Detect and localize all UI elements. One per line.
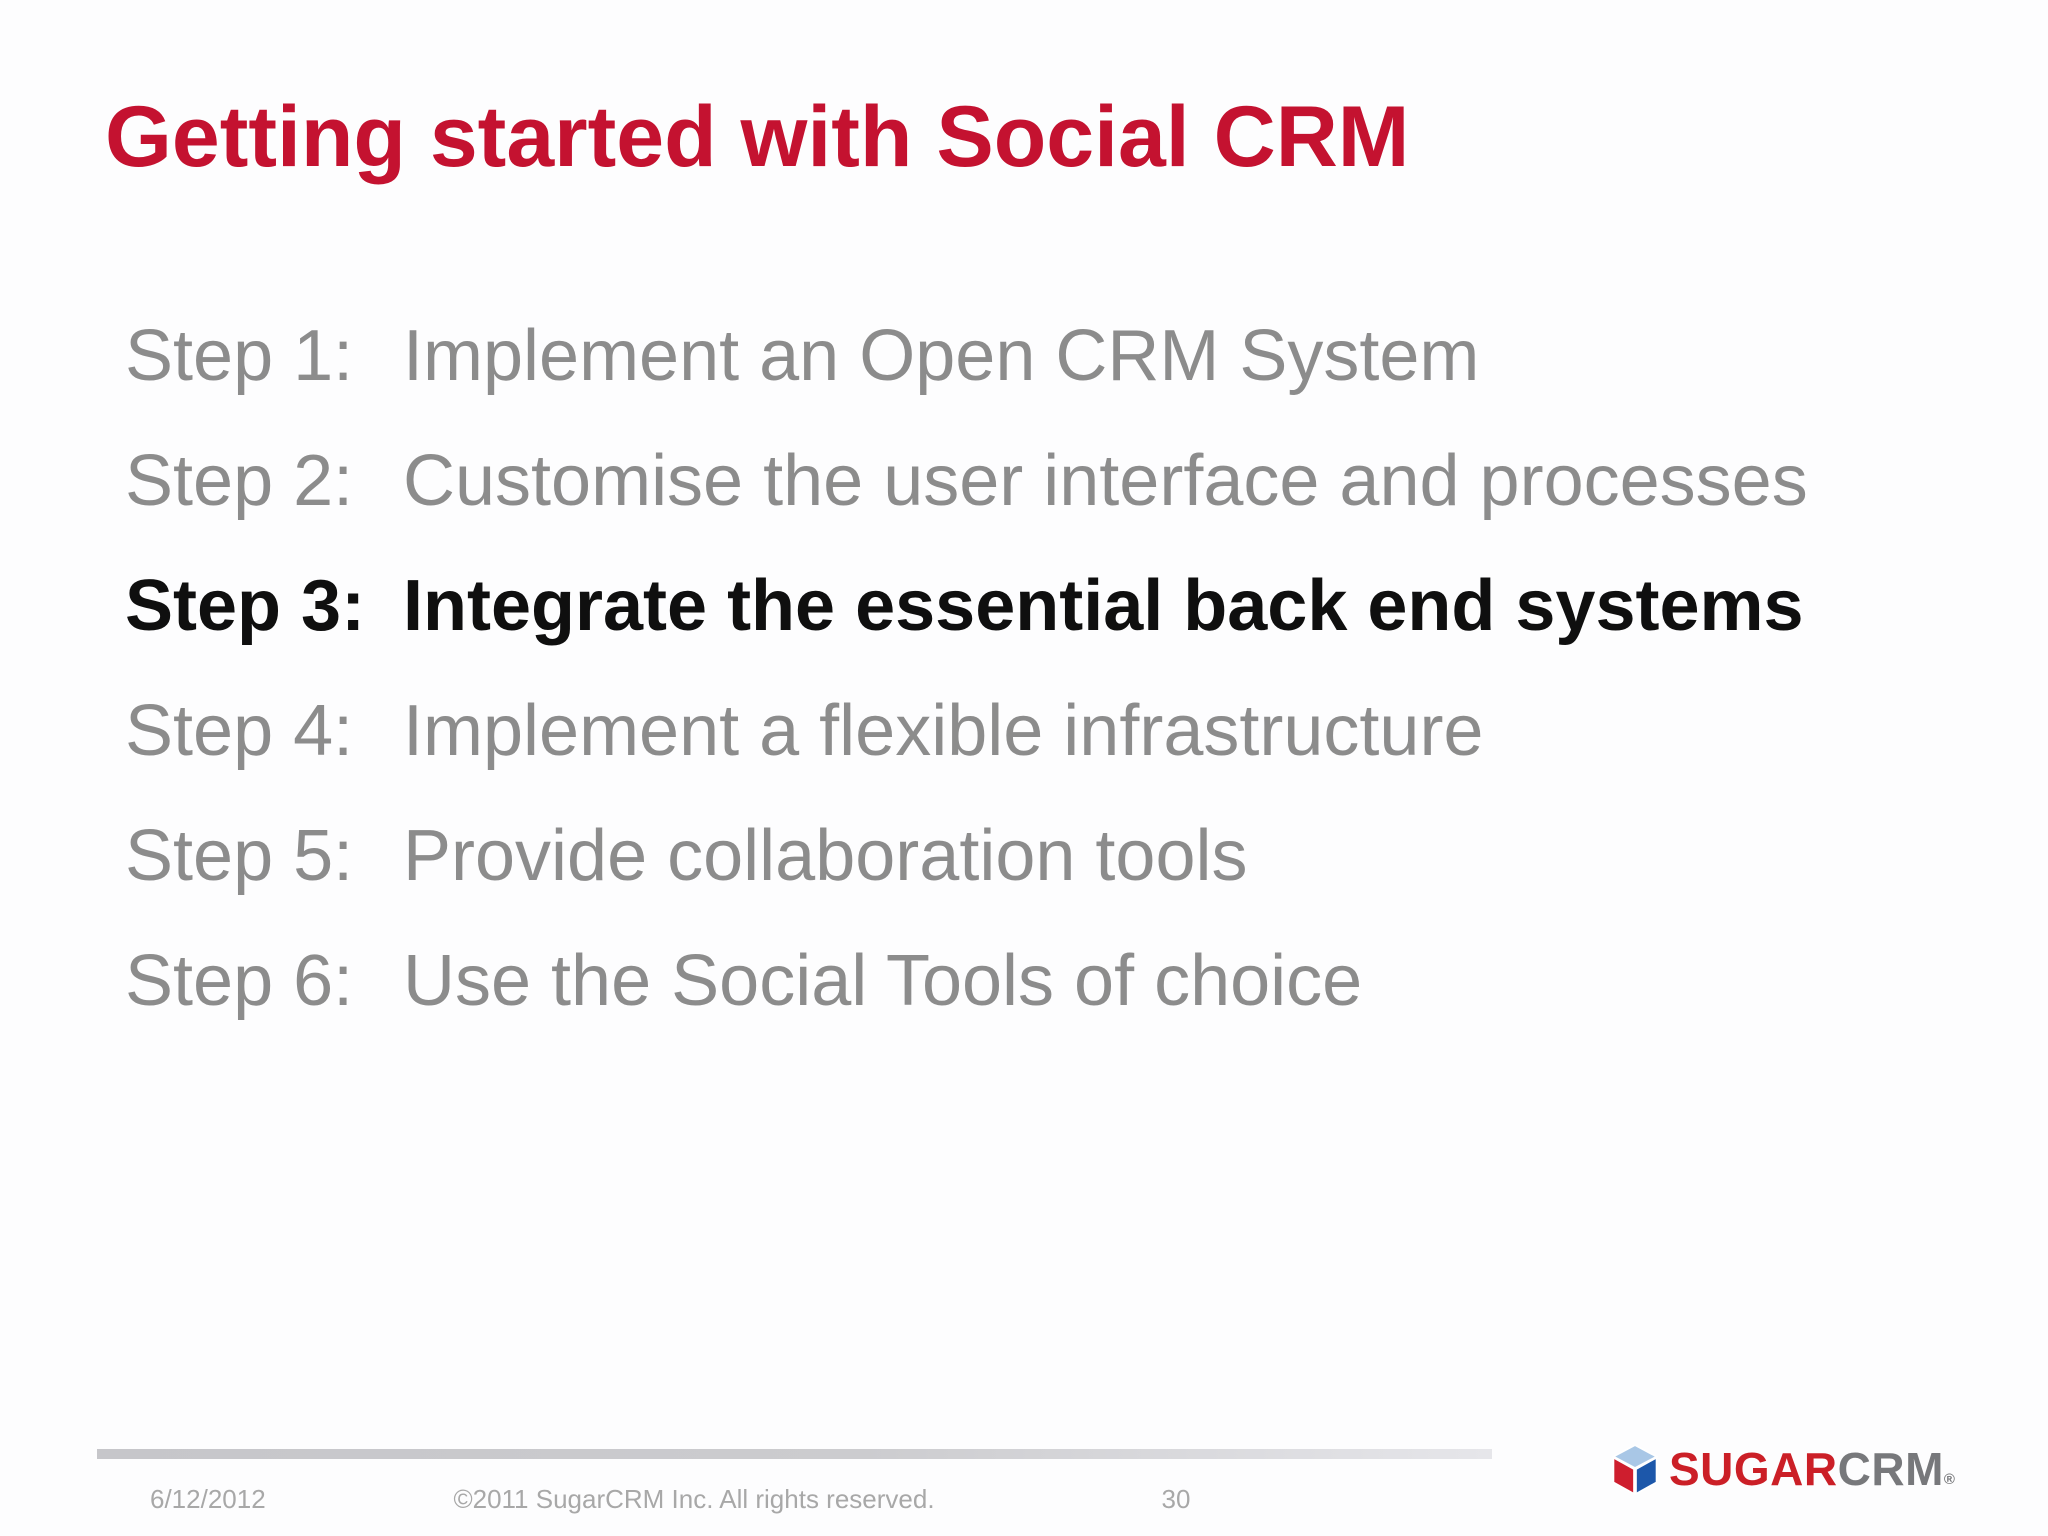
step-label: Step 5: <box>125 816 354 896</box>
wordmark-sugar: SUGAR <box>1669 1443 1838 1495</box>
step-label: Step 3: <box>125 566 366 646</box>
wordmark-crm: CRM <box>1837 1443 1944 1495</box>
step-line-5: Step 5:Provide collaboration tools <box>125 820 1248 892</box>
step-text: Customise the user interface and process… <box>403 441 1808 521</box>
step-text: Provide collaboration tools <box>403 816 1248 896</box>
step-text: Implement an Open CRM System <box>403 316 1480 396</box>
step-text: Use the Social Tools of choice <box>403 941 1363 1021</box>
step-label: Step 6: <box>125 941 354 1021</box>
step-label: Step 1: <box>125 316 354 396</box>
footer-divider-line <box>97 1449 1492 1459</box>
footer-date: 6/12/2012 <box>150 1484 266 1514</box>
footer-copyright: ©2011 SugarCRM Inc. All rights reserved. <box>453 1484 935 1514</box>
step-line-6: Step 6:Use the Social Tools of choice <box>125 945 1362 1017</box>
sugarcrm-wordmark: SUGARCRM® <box>1669 1446 1955 1492</box>
step-text: Integrate the essential back end systems <box>403 566 1804 646</box>
slide-title: Getting started with Social CRM <box>105 89 1410 185</box>
step-line-2: Step 2:Customise the user interface and … <box>125 445 1808 517</box>
sugarcrm-cube-icon <box>1612 1443 1658 1495</box>
step-text: Implement a flexible infrastructure <box>403 691 1484 771</box>
sugarcrm-logo: SUGARCRM® <box>1612 1442 1955 1496</box>
step-label: Step 2: <box>125 441 354 521</box>
registered-trademark-icon: ® <box>1943 1471 1955 1488</box>
slide-number: 30 <box>1161 1484 1191 1514</box>
step-line-3: Step 3:Integrate the essential back end … <box>125 570 1804 642</box>
step-line-4: Step 4:Implement a flexible infrastructu… <box>125 695 1483 767</box>
step-label: Step 4: <box>125 691 354 771</box>
step-line-1: Step 1:Implement an Open CRM System <box>125 320 1479 392</box>
